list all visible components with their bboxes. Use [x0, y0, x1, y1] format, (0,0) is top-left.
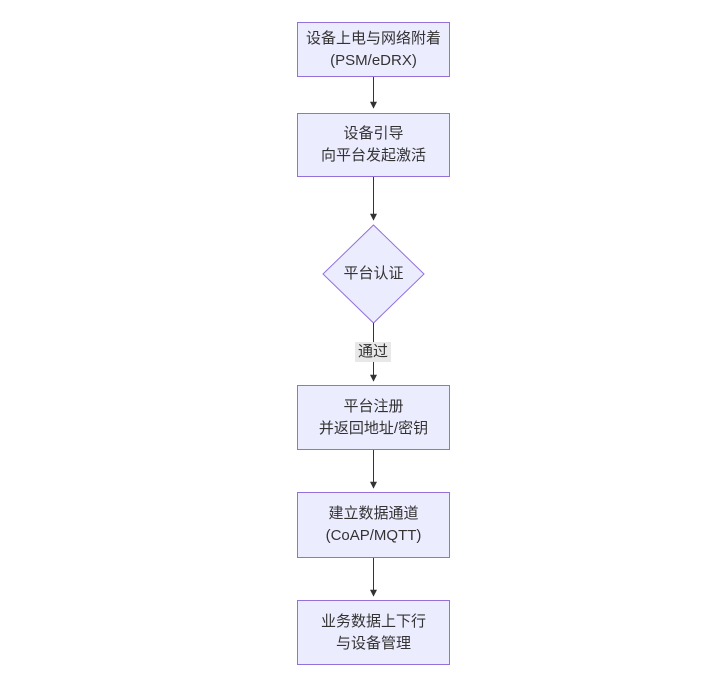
- node-auth-decision: 平台认证: [323, 263, 424, 285]
- node-channel: 建立数据通道 (CoAP/MQTT): [297, 492, 450, 558]
- node-text-line: 向平台发起激活: [320, 147, 426, 164]
- edge-label-pass: 通过: [355, 342, 392, 362]
- node-text-line: 平台认证: [343, 265, 404, 282]
- node-text-line: 建立数据通道: [328, 505, 419, 522]
- node-bootstrap: 设备引导 向平台发起激活: [297, 113, 450, 177]
- node-text-line: 设备上电与网络附着: [305, 29, 441, 47]
- node-text-line: 设备引导: [343, 125, 404, 142]
- node-register: 平台注册 并返回地址/密钥: [297, 385, 450, 450]
- node-power-attach: 设备上电与网络附着 (PSM/eDRX): [297, 22, 450, 77]
- node-text-line: (PSM/eDRX): [330, 51, 417, 69]
- node-text-line: 平台注册: [343, 397, 404, 415]
- node-text-line: 业务数据上下行: [320, 612, 426, 630]
- node-text-line: 与设备管理: [335, 634, 411, 652]
- node-text-line: 并返回地址/密钥: [318, 419, 429, 437]
- node-business: 业务数据上下行 与设备管理: [297, 600, 450, 665]
- node-text-line: (CoAP/MQTT): [325, 527, 422, 544]
